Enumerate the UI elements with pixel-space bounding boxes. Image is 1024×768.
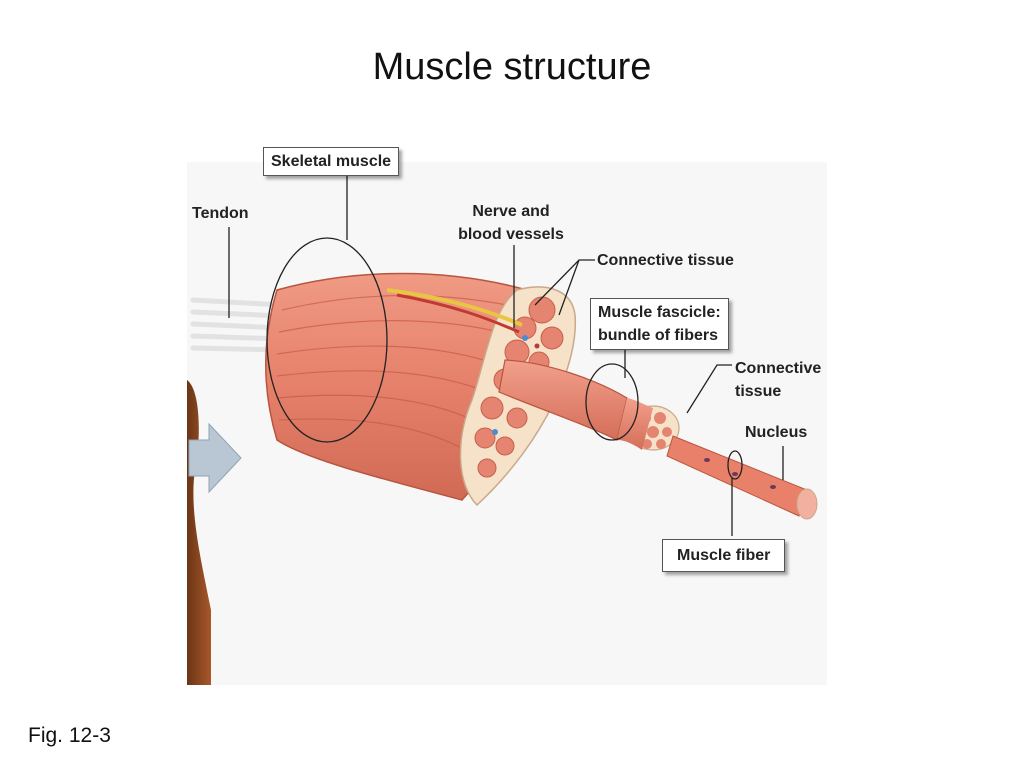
muscle-fiber-ellipse <box>727 450 743 480</box>
blood-vessel-dots <box>492 335 540 435</box>
muscle-fiber-end <box>796 488 818 520</box>
nerve-label-line2: blood vessels <box>458 226 564 243</box>
blood-vessel-strip <box>396 293 520 334</box>
nerve-strip <box>386 288 523 327</box>
nerve-label-line1: Nerve and <box>472 203 550 220</box>
figure-label: Fig. 12-3 <box>28 724 111 747</box>
nucleus-label: Nucleus <box>745 424 808 441</box>
muscle-striations <box>276 294 523 453</box>
muscle-illustration <box>187 162 827 685</box>
arrow-icon <box>188 422 242 494</box>
connective-tissue-lower-label: Connective tissue <box>735 357 821 403</box>
muscle-fiber-label: Muscle fiber <box>662 539 786 572</box>
connective-tissue-lower-leader <box>686 364 732 414</box>
fascicle-body-join <box>617 398 653 450</box>
fascicle-ellipse <box>585 363 639 441</box>
leader-lines <box>228 170 784 536</box>
connective-tissue-top-label: Connective tissue <box>597 252 734 269</box>
connective-tissue-top-leader <box>534 259 595 316</box>
fascicle-label-line1: Muscle fascicle: <box>598 304 721 321</box>
fascicle-label-line2: bundle of fibers <box>598 327 718 344</box>
muscle-fascicle-label: Muscle fascicle: bundle of fibers <box>590 298 729 350</box>
skeletal-muscle-label: Skeletal muscle <box>263 147 400 176</box>
muscle-fiber-body <box>666 435 808 517</box>
nerve-blood-vessels-label: Nerve and blood vessels <box>451 200 571 246</box>
fiber-nuclei <box>704 458 776 489</box>
tendon-label: Tendon <box>192 205 249 222</box>
skeletal-muscle-ellipse <box>266 237 388 443</box>
muscle-diagram: Skeletal muscle Tendon Nerve and blood v… <box>187 140 827 685</box>
connective-label-line2: tissue <box>735 383 782 400</box>
slide-title: Muscle structure <box>372 46 652 88</box>
connective-label-line1: Connective <box>735 360 822 377</box>
